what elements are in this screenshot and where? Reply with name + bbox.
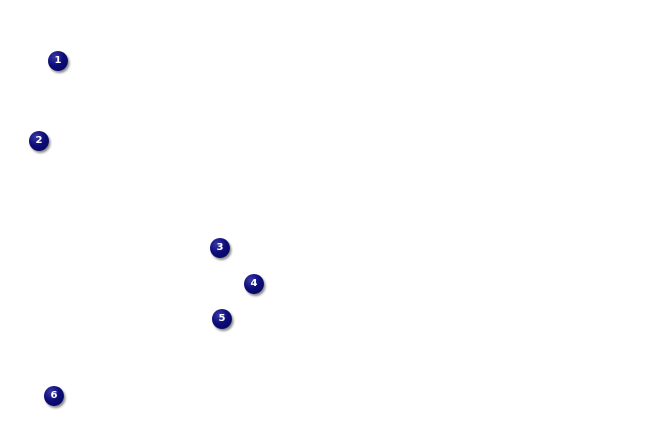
callout-marker-2: 2	[29, 131, 49, 151]
callout-marker-6: 6	[44, 386, 64, 406]
callout-marker-4: 4	[244, 274, 264, 294]
callout-marker-5: 5	[212, 309, 232, 329]
callout-marker-1: 1	[48, 51, 68, 71]
callout-marker-3: 3	[210, 238, 230, 258]
